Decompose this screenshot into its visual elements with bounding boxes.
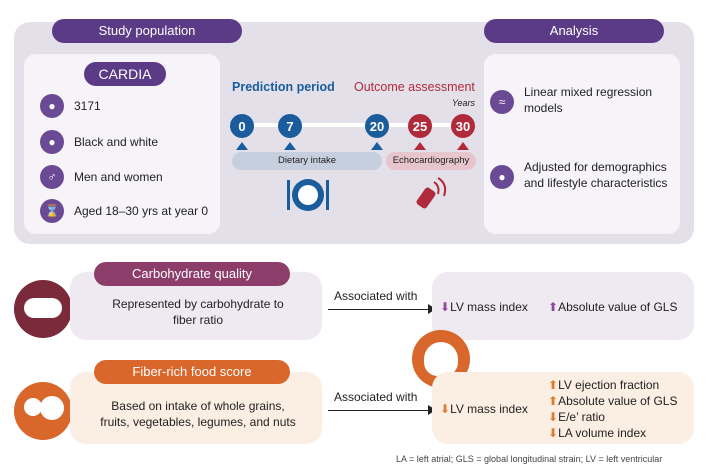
fiber-associated-label: Associated with [334, 390, 418, 404]
population-row: ♂ Men and women [40, 163, 163, 191]
population-count: 3171 [74, 99, 101, 113]
dietary-intake-band: Dietary intake [232, 152, 382, 170]
marker-icon [414, 142, 426, 150]
fiber-result-lv-mass: ⬇LV mass index [440, 402, 528, 416]
men-women-icon: ♂ [40, 165, 64, 189]
marker-icon [457, 142, 469, 150]
echocardiography-band: Echocardiography [386, 152, 476, 170]
timeline-line [242, 123, 467, 127]
population-row: ● Black and white [40, 128, 158, 156]
up-arrow-icon: ⬆ [548, 300, 559, 314]
fiber-result-text: Absolute value of GLS [558, 394, 678, 408]
people-icon: ● [40, 130, 64, 154]
carb-description: Represented by carbohydrate to fiber rat… [112, 297, 284, 327]
study-population-header: Study population [52, 19, 242, 43]
timeline-node-7: 7 [278, 114, 302, 138]
carb-result-lv-mass: ⬇LV mass index [440, 300, 528, 314]
population-sex: Men and women [74, 170, 163, 184]
fiber-right-results: ⬆LV ejection fraction ⬆Absolute value of… [548, 377, 677, 441]
fiber-arrow [328, 410, 432, 411]
fiber-result-la: ⬇LA volume index [548, 425, 677, 441]
footnote: LA = left atrial; GLS = global longitudi… [396, 454, 663, 464]
fiber-result-text: E/e’ ratio [558, 410, 605, 424]
prediction-period-label: Prediction period [232, 80, 335, 94]
fiber-panel [70, 372, 322, 444]
down-arrow-icon: ⬇ [548, 410, 559, 424]
fiber-result-gls: ⬆Absolute value of GLS [548, 393, 677, 409]
population-row: ⌛ Aged 18–30 yrs at year 0 [40, 197, 208, 225]
analysis-panel [484, 54, 680, 234]
analysis-header: Analysis [484, 19, 664, 43]
bread-icon [14, 280, 72, 338]
group-icon: ● [40, 94, 64, 118]
population-race: Black and white [74, 135, 159, 149]
timeline-node-30: 30 [451, 114, 475, 138]
up-arrow-icon: ⬆ [548, 378, 559, 392]
outcome-assessment-label: Outcome assessment [354, 80, 475, 94]
analysis-item-2: Adjusted for demographics and lifestyle … [524, 160, 668, 190]
fiber-result-text: LV mass index [450, 402, 528, 416]
carb-arrow [328, 309, 432, 310]
fruit-icon [14, 382, 72, 440]
carb-quality-title: Carbohydrate quality [94, 262, 290, 286]
up-arrow-icon: ⬆ [548, 394, 559, 408]
marker-icon [236, 142, 248, 150]
fiber-score-title: Fiber-rich food score [94, 360, 290, 384]
timeline-node-20: 20 [365, 114, 389, 138]
fiber-result-text: LA volume index [558, 426, 647, 440]
marker-icon [371, 142, 383, 150]
population-age: Aged 18–30 yrs at year 0 [74, 204, 209, 218]
down-arrow-icon: ⬇ [548, 426, 559, 440]
timeline-node-25: 25 [408, 114, 432, 138]
fiber-result-text: LV ejection fraction [558, 378, 660, 392]
person-icon: ● [490, 165, 514, 189]
fiber-results-panel [432, 372, 694, 444]
analysis-item-1: Linear mixed regression models [524, 85, 653, 115]
population-row: ● 3171 [40, 92, 101, 120]
ultrasound-probe-icon [416, 177, 447, 209]
marker-icon [284, 142, 296, 150]
chart-icon: ≈ [490, 90, 514, 114]
carb-results-panel [432, 272, 694, 340]
cardia-label: CARDIA [84, 62, 166, 86]
hourglass-icon: ⌛ [40, 199, 64, 223]
timeline-node-0: 0 [230, 114, 254, 138]
carb-result-text: Absolute value of GLS [558, 300, 678, 314]
fiber-result-ee: ⬇E/e’ ratio [548, 409, 677, 425]
carb-result-gls: ⬆Absolute value of GLS [548, 300, 677, 314]
plate-icon [287, 179, 329, 211]
fiber-description: Based on intake of whole grains, fruits,… [100, 399, 296, 429]
down-arrow-icon: ⬇ [440, 402, 451, 416]
carb-associated-label: Associated with [334, 289, 418, 303]
carb-result-text: LV mass index [450, 300, 528, 314]
down-arrow-icon: ⬇ [440, 300, 451, 314]
fiber-result-lvef: ⬆LV ejection fraction [548, 377, 677, 393]
years-label: Years [452, 98, 476, 108]
